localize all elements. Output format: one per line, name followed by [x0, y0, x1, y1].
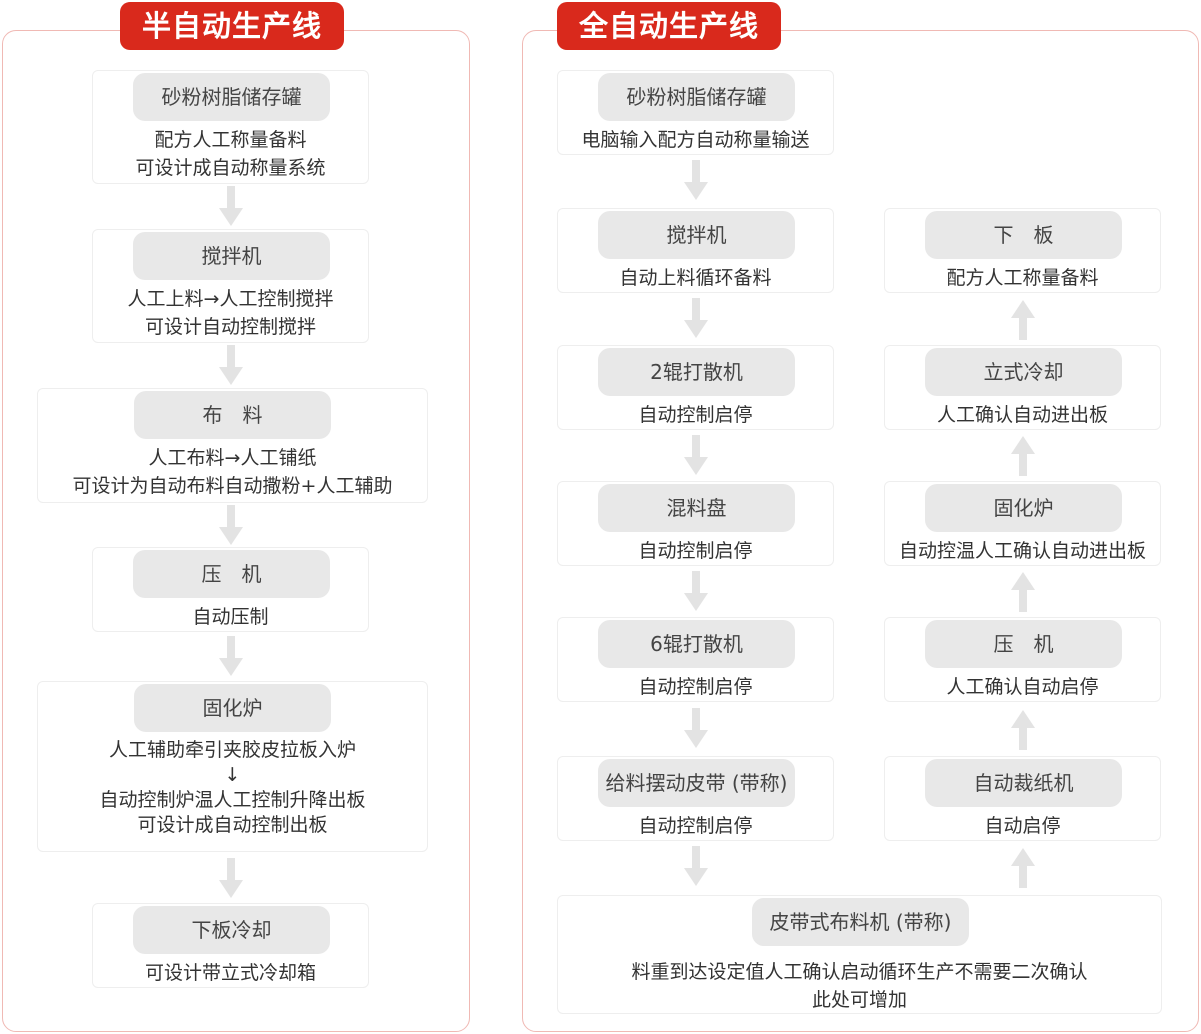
step-label: 固化炉 — [134, 684, 331, 732]
step-desc-line: 自动控制启停 — [638, 815, 753, 837]
semi-step-mixer: 搅拌机 人工上料→人工控制搅拌 可设计自动控制搅拌 — [92, 229, 369, 343]
full-auto-title: 全自动生产线 — [557, 2, 781, 50]
down-arrow-icon — [219, 858, 243, 898]
semi-auto-title: 半自动生产线 — [120, 2, 344, 50]
full-auto-panel — [522, 30, 1199, 1032]
down-arrow-icon — [684, 160, 708, 200]
full-step-2roll: 2辊打散机 自动控制启停 — [557, 345, 834, 430]
step-desc-line: 人工辅助牵引夹胶皮拉板入炉 — [108, 739, 356, 761]
full-step-feeder-belt: 给料摆动皮带 (带称) 自动控制启停 — [557, 756, 834, 841]
down-arrow-icon — [684, 298, 708, 338]
step-label: 压 机 — [925, 620, 1122, 668]
semi-step-cooling: 下板冷却 可设计带立式冷却箱 — [92, 903, 369, 988]
step-desc-line: 自动压制 — [192, 606, 269, 628]
step-desc-line: 人工确认自动进出板 — [936, 404, 1108, 426]
down-arrow-icon — [219, 636, 243, 676]
step-label: 给料摆动皮带 (带称) — [598, 759, 795, 807]
full-step-unload: 下 板 配方人工称量备料 — [884, 208, 1161, 293]
up-arrow-icon — [1011, 848, 1035, 888]
step-label: 砂粉树脂储存罐 — [598, 73, 795, 121]
step-label: 砂粉树脂储存罐 — [133, 73, 330, 121]
step-desc-line: 自动启停 — [984, 815, 1061, 837]
step-label: 搅拌机 — [133, 232, 330, 280]
up-arrow-icon — [1011, 710, 1035, 750]
step-desc-line: 自动控制启停 — [638, 540, 753, 562]
full-step-press: 压 机 人工确认自动启停 — [884, 617, 1161, 702]
full-step-mixer: 搅拌机 自动上料循环备料 — [557, 208, 834, 293]
step-label: 皮带式布料机 (带称) — [752, 898, 969, 946]
step-desc-line: 电脑输入配方自动称量输送 — [581, 129, 810, 151]
full-step-paper-cutter: 自动裁纸机 自动启停 — [884, 756, 1161, 841]
step-label: 搅拌机 — [598, 211, 795, 259]
semi-step-storage: 砂粉树脂储存罐 配方人工称量备料 可设计成自动称量系统 — [92, 70, 369, 184]
up-arrow-icon — [1011, 572, 1035, 612]
semi-step-oven: 固化炉 人工辅助牵引夹胶皮拉板入炉 ↓ 自动控制炉温人工控制升降出板 可设计成自… — [37, 681, 428, 852]
step-desc-line: 人工确认自动启停 — [946, 676, 1099, 698]
step-desc-line: 可设计为自动布料自动撒粉+人工辅助 — [72, 475, 393, 497]
step-desc-line: 可设计自动控制搅拌 — [144, 316, 316, 338]
step-label: 混料盘 — [598, 484, 795, 532]
down-arrow-icon — [684, 846, 708, 886]
full-step-6roll: 6辊打散机 自动控制启停 — [557, 617, 834, 702]
step-label: 2辊打散机 — [598, 348, 795, 396]
step-desc-line: 自动控制炉温人工控制升降出板 — [99, 789, 366, 811]
step-label: 压 机 — [133, 550, 330, 598]
down-arrow-text: ↓ — [224, 764, 241, 786]
full-step-mixing-tray: 混料盘 自动控制启停 — [557, 481, 834, 566]
step-desc-line: 人工布料→人工铺纸 — [148, 447, 317, 469]
step-label: 下板冷却 — [133, 906, 330, 954]
step-desc-line: 配方人工称量备料 — [946, 267, 1099, 289]
step-desc-line: 自动控制启停 — [638, 676, 753, 698]
step-desc-line: 可设计成自动称量系统 — [135, 157, 326, 179]
step-label: 自动裁纸机 — [925, 759, 1122, 807]
down-arrow-icon — [219, 345, 243, 385]
down-arrow-icon — [219, 505, 243, 545]
step-desc-line: 配方人工称量备料 — [154, 129, 307, 151]
full-step-storage: 砂粉树脂储存罐 电脑输入配方自动称量输送 — [557, 70, 834, 155]
step-desc-line: 此处可增加 — [811, 989, 907, 1011]
step-desc-line: 自动上料循环备料 — [619, 267, 772, 289]
step-desc-line: 可设计成自动控制出板 — [137, 814, 328, 836]
step-label: 布 料 — [134, 391, 331, 439]
step-label: 固化炉 — [925, 484, 1122, 532]
step-label: 立式冷却 — [925, 348, 1122, 396]
step-desc-line: 自动控温人工确认自动进出板 — [898, 540, 1146, 562]
up-arrow-icon — [1011, 300, 1035, 340]
down-arrow-icon — [219, 186, 243, 226]
semi-step-spreading: 布 料 人工布料→人工铺纸 可设计为自动布料自动撒粉+人工辅助 — [37, 388, 428, 503]
full-step-oven: 固化炉 自动控温人工确认自动进出板 — [884, 481, 1161, 566]
step-desc-line: 料重到达设定值人工确认启动循环生产不需要二次确认 — [631, 961, 1088, 983]
down-arrow-icon — [684, 571, 708, 611]
step-label: 6辊打散机 — [598, 620, 795, 668]
step-label: 下 板 — [925, 211, 1122, 259]
step-desc-line: 人工上料→人工控制搅拌 — [127, 288, 334, 310]
step-desc-line: 可设计带立式冷却箱 — [144, 962, 316, 984]
down-arrow-icon — [684, 435, 708, 475]
down-arrow-icon — [684, 708, 708, 748]
full-step-vertical-cooling: 立式冷却 人工确认自动进出板 — [884, 345, 1161, 430]
semi-step-press: 压 机 自动压制 — [92, 547, 369, 632]
up-arrow-icon — [1011, 436, 1035, 476]
step-desc-line: 自动控制启停 — [638, 404, 753, 426]
full-step-belt-spreader: 皮带式布料机 (带称) 料重到达设定值人工确认启动循环生产不需要二次确认 此处可… — [557, 895, 1162, 1014]
